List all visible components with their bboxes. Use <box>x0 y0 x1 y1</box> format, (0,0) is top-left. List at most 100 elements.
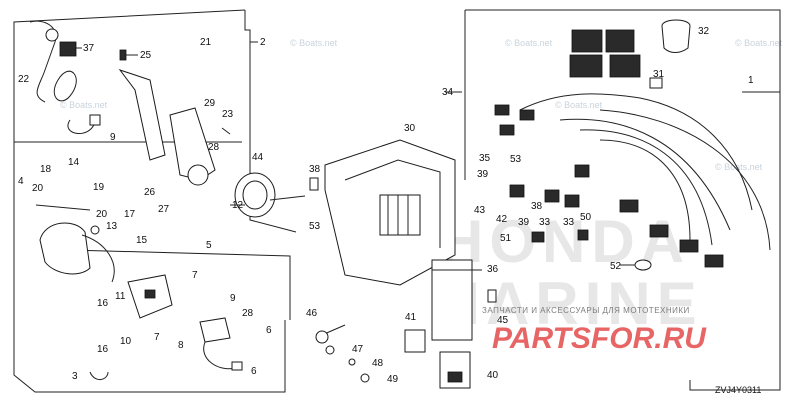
relay-40-face <box>447 371 463 383</box>
harness-assembly <box>464 9 781 391</box>
bracket-21 <box>118 69 166 161</box>
connector-small <box>89 114 101 126</box>
callout-32: 32 <box>698 26 710 37</box>
callout-38: 38 <box>531 201 543 212</box>
bolt-45 <box>487 289 497 303</box>
harness-connector-top-3 <box>569 54 603 78</box>
callout-6: 6 <box>266 325 272 336</box>
clip-31 <box>649 77 663 89</box>
left-assembly <box>13 9 297 393</box>
harness-end-3 <box>679 239 699 253</box>
callout-53: 53 <box>309 221 321 232</box>
harness-main-trunk <box>519 93 753 211</box>
callout-5: 5 <box>206 240 212 251</box>
callout-42: 42 <box>496 214 508 225</box>
callout-16: 16 <box>97 298 109 309</box>
callout-28: 28 <box>242 308 254 319</box>
callout-36: 36 <box>487 264 499 275</box>
switch-knob <box>144 289 156 299</box>
callout-41: 41 <box>405 312 417 323</box>
box-30-inner <box>344 159 441 248</box>
harness-branch-3 <box>599 139 691 241</box>
callout-33: 33 <box>563 217 575 228</box>
callout-39: 39 <box>477 169 489 180</box>
callout-51: 51 <box>500 233 512 244</box>
callout-34: 34 <box>442 87 454 98</box>
callout-1: 1 <box>748 75 754 86</box>
callout-35: 35 <box>479 153 491 164</box>
callout-2: 2 <box>260 37 266 48</box>
site-watermark-5: © Boats.net <box>555 100 603 110</box>
callout-52: 52 <box>610 261 622 272</box>
watermark-layer: HONDA MARINE © Boats.net © Boats.net © B… <box>60 38 783 337</box>
callout-25: 25 <box>140 50 152 61</box>
callout-37: 37 <box>83 43 95 54</box>
connector-33b <box>574 164 590 178</box>
store-watermark: ЗАПЧАСТИ И АКСЕССУАРЫ ДЛЯ МОТОТЕХНИКИ <box>482 306 690 315</box>
upper-frame-left <box>13 9 246 142</box>
arm-hub <box>187 164 209 186</box>
callout-43: 43 <box>474 205 486 216</box>
site-watermark-3: © Boats.net <box>735 38 783 48</box>
leader-44 <box>269 195 306 201</box>
connector-39 <box>509 184 525 198</box>
callout-49: 49 <box>387 374 399 385</box>
harness-connector-top-1 <box>571 29 603 53</box>
nut-47 <box>325 345 335 355</box>
callout-53: 53 <box>510 154 522 165</box>
upper-frame-border <box>244 10 297 233</box>
callout-13: 13 <box>106 221 118 232</box>
site-watermark-2: © Boats.net <box>505 38 553 48</box>
callout-38: 38 <box>309 164 321 175</box>
cap-32 <box>661 19 691 53</box>
harness-connector-top-2 <box>605 29 635 53</box>
callout-29: 29 <box>204 98 216 109</box>
callout-31: 31 <box>653 69 665 80</box>
wire-harness-13 <box>81 234 115 283</box>
harness-branch-4 <box>599 109 771 251</box>
brand-watermark: PARTSFOR.RU <box>492 322 707 355</box>
housing-cover <box>39 222 91 275</box>
callout-28: 28 <box>208 142 220 153</box>
callout-4: 4 <box>18 176 24 187</box>
left-frame-border <box>13 142 286 393</box>
connector-lead <box>231 361 243 371</box>
washer-48 <box>348 358 356 366</box>
clip-38 <box>309 177 319 191</box>
harness-connector-top-4 <box>609 54 641 78</box>
connector-51 <box>531 231 545 243</box>
callout-48: 48 <box>372 358 384 369</box>
harness-end-2 <box>649 224 669 238</box>
callout-46: 46 <box>306 308 318 319</box>
callout-10: 10 <box>120 336 132 347</box>
marine-watermark: MARINE <box>430 270 703 337</box>
connector-35c <box>519 109 535 121</box>
callout-19: 19 <box>93 182 105 193</box>
connector-50 <box>577 229 589 241</box>
lever-arm-22 <box>29 20 57 103</box>
connector-35a <box>494 104 510 116</box>
callout-33: 33 <box>539 217 551 228</box>
callout-9: 9 <box>110 132 116 143</box>
ecu-36 <box>431 259 473 341</box>
washer-20 <box>90 225 100 235</box>
bolt-46-head <box>315 330 329 344</box>
connector-33 <box>564 194 580 208</box>
callout-20: 20 <box>32 183 44 194</box>
callout-50: 50 <box>580 212 592 223</box>
callout-44: 44 <box>252 152 264 163</box>
harness-branch-1 <box>559 118 731 231</box>
connector-35b <box>499 124 515 136</box>
grommet-52 <box>634 259 652 271</box>
callout-40: 40 <box>487 370 499 381</box>
pivot-bolt <box>45 28 59 42</box>
callout-7: 7 <box>192 270 198 281</box>
harness-frame <box>465 9 781 391</box>
callout-8: 8 <box>178 340 184 351</box>
callout-9: 9 <box>230 293 236 304</box>
harness-end-1 <box>619 199 639 213</box>
relay-41 <box>404 329 426 353</box>
